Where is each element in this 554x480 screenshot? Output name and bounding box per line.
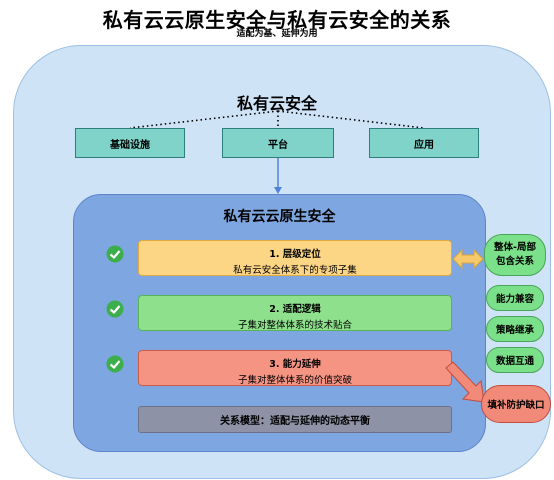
box-platform: 平台 bbox=[222, 128, 334, 158]
item-adaptation-logic: 2. 适配逻辑 子集对整体体系的技术贴合 bbox=[138, 295, 452, 331]
item-hierarchy-position: 1. 层级定位 私有云安全体系下的专项子集 bbox=[138, 240, 452, 276]
item-desc: 子集对整体体系的价值突破 bbox=[237, 375, 352, 386]
side-whole-part-relation: 整体-局部 包含关系 bbox=[484, 234, 546, 276]
item-title: 1. 层级定位 bbox=[269, 249, 321, 260]
side-part-line1: 整体-局部 bbox=[494, 242, 536, 253]
item-title: 3. 能力延伸 bbox=[269, 359, 321, 370]
check-circle-icon bbox=[106, 355, 124, 373]
side-part-line2: 包含关系 bbox=[495, 256, 534, 267]
relationship-model-box: 关系模型：适配与延伸的动态平衡 bbox=[138, 406, 452, 433]
diagram-subtitle: 适配为基、延伸为用 bbox=[236, 29, 318, 39]
side-fill-gap: 填补防护缺口 bbox=[481, 385, 551, 423]
item-desc: 私有云安全体系下的专项子集 bbox=[233, 265, 357, 276]
item-capability-extension: 3. 能力延伸 子集对整体体系的价值突破 bbox=[138, 350, 452, 386]
check-circle-icon bbox=[106, 245, 124, 263]
box-application: 应用 bbox=[369, 128, 479, 158]
side-policy-inherit: 策略继承 bbox=[486, 316, 544, 342]
inner-title: 私有云云原生安全 bbox=[223, 209, 336, 225]
box-infrastructure: 基础设施 bbox=[75, 128, 185, 158]
diagram-title: 私有云云原生安全与私有云安全的关系 bbox=[102, 8, 452, 32]
item-title: 2. 适配逻辑 bbox=[269, 304, 321, 315]
double-arrow-icon bbox=[452, 248, 484, 270]
dotted-connector-right bbox=[277, 110, 425, 129]
side-capability-compat: 能力兼容 bbox=[486, 285, 544, 311]
outer-title: 私有云安全 bbox=[236, 94, 317, 113]
side-data-interop: 数据互通 bbox=[486, 347, 544, 373]
check-circle-icon bbox=[106, 300, 124, 318]
item-desc: 子集对整体体系的技术贴合 bbox=[237, 320, 352, 331]
arrow-right-down-icon bbox=[445, 361, 485, 403]
